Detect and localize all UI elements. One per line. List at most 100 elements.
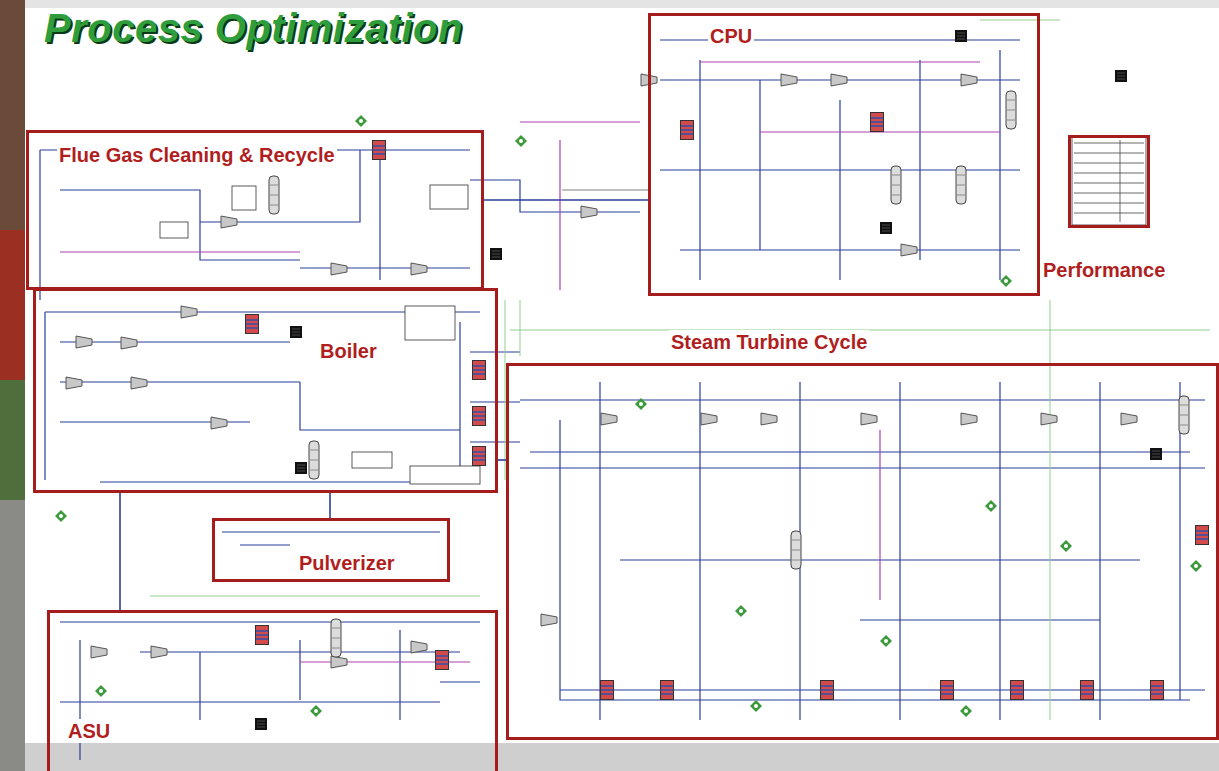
region-label: Flue Gas Cleaning & Recycle <box>57 143 337 167</box>
status-block <box>1115 70 1127 82</box>
control-diamond <box>515 135 527 147</box>
pump <box>541 614 557 626</box>
control-diamond <box>735 605 747 617</box>
stream-connector <box>330 493 331 518</box>
photo-strip <box>0 230 25 380</box>
bottom-band <box>25 743 1219 771</box>
region-box: Pulverizer <box>212 518 450 582</box>
turbine <box>761 413 777 425</box>
region-box: Boiler <box>33 288 498 493</box>
heat-exchanger <box>601 681 614 700</box>
heat-exchanger <box>941 681 954 700</box>
heat-exchanger <box>473 407 486 426</box>
splitter <box>66 377 82 389</box>
compressor <box>831 74 847 86</box>
stream-line <box>484 199 648 201</box>
region-label: Performance <box>1041 258 1167 282</box>
heat-exchanger <box>1196 526 1209 545</box>
splitter <box>151 646 167 658</box>
region-label: Pulverizer <box>297 551 397 575</box>
status-block <box>955 30 967 42</box>
column <box>891 166 901 204</box>
region-box: Steam Turbine Cycle <box>506 363 1219 740</box>
data-table <box>410 466 480 484</box>
stream-connector <box>120 493 121 610</box>
heat-exchanger <box>1151 681 1164 700</box>
splitter <box>121 337 137 349</box>
splitter <box>211 417 227 429</box>
turbine <box>1121 413 1137 425</box>
splitter <box>131 377 147 389</box>
compressor <box>781 74 797 86</box>
heat-exchanger <box>821 681 834 700</box>
control-diamond <box>635 398 647 410</box>
photo-strip <box>0 380 25 500</box>
column <box>956 166 966 204</box>
turbine <box>1041 413 1057 425</box>
control-diamond <box>880 635 892 647</box>
status-block <box>255 718 267 730</box>
splitter <box>411 641 427 653</box>
heat-exchanger <box>246 315 259 334</box>
splitter <box>331 656 347 668</box>
compressor <box>581 206 597 218</box>
control-diamond <box>55 510 67 522</box>
stream-line <box>119 493 121 610</box>
splitter <box>76 336 92 348</box>
stream-line <box>40 40 1205 760</box>
data-table <box>405 306 455 340</box>
control-diamond <box>750 700 762 712</box>
photo-strip <box>0 500 25 771</box>
page-title: Process Optimization <box>44 6 463 51</box>
region-label: Steam Turbine Cycle <box>669 330 869 354</box>
region-box: CPU <box>648 13 1040 296</box>
turbine <box>961 413 977 425</box>
control-diamond <box>985 500 997 512</box>
heat-exchanger <box>256 626 269 645</box>
heat-exchanger <box>373 141 386 160</box>
stream-connector <box>484 200 648 201</box>
splitter <box>411 263 427 275</box>
status-block <box>880 222 892 234</box>
compressor <box>901 244 917 256</box>
control-diamond <box>95 685 107 697</box>
region-box: Performance <box>1068 135 1150 228</box>
column <box>309 441 319 479</box>
data-tables <box>160 137 1146 484</box>
status-block <box>490 248 502 260</box>
column <box>1179 396 1189 434</box>
region-label: CPU <box>708 24 754 48</box>
splitter <box>221 216 237 228</box>
heat-exchanger <box>1081 681 1094 700</box>
signal-line <box>150 20 1210 720</box>
compressor <box>961 74 977 86</box>
stream-line <box>562 190 648 191</box>
heat-exchanger <box>871 113 884 132</box>
control-diamond <box>1190 560 1202 572</box>
splitter <box>91 646 107 658</box>
turbine <box>861 413 877 425</box>
status-block <box>295 462 307 474</box>
region-box: ASU <box>47 610 498 771</box>
heat-exchanger <box>473 447 486 466</box>
stream-line <box>498 459 506 461</box>
heat-exchanger <box>436 651 449 670</box>
splitter <box>331 263 347 275</box>
control-diamond <box>1000 275 1012 287</box>
region-label: Boiler <box>318 339 379 363</box>
data-table <box>430 185 468 209</box>
table-rows <box>1074 140 1144 222</box>
photo-strip <box>0 0 25 771</box>
splitter <box>181 306 197 318</box>
status-block <box>1150 448 1162 460</box>
status-block <box>290 326 302 338</box>
turbine <box>601 413 617 425</box>
flowsheet-ground <box>25 8 1219 743</box>
control-diamond <box>355 115 367 127</box>
control-diamond <box>1060 540 1072 552</box>
stream-line <box>329 493 331 518</box>
turbine <box>701 413 717 425</box>
heat-exchanger <box>1011 681 1024 700</box>
